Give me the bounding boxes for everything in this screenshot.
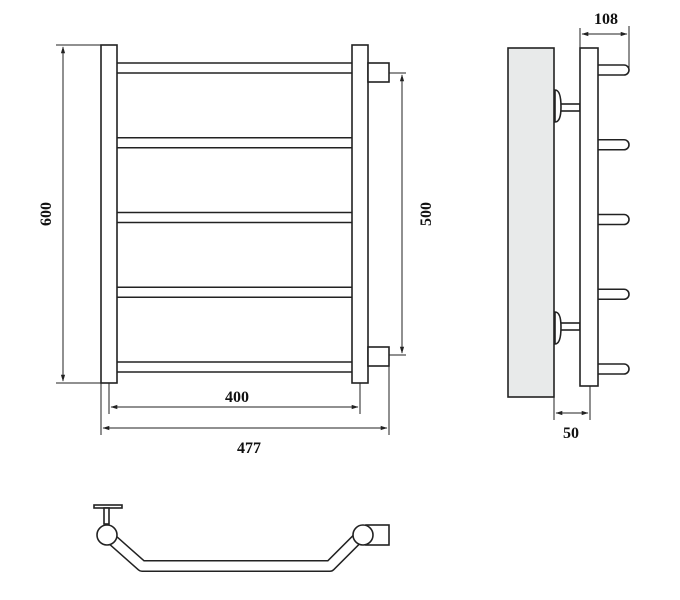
rail — [111, 211, 359, 224]
rail-peg — [598, 213, 630, 226]
rail-peg — [598, 363, 630, 375]
left-post — [100, 44, 118, 384]
rail-peg — [598, 64, 630, 76]
side-view: 108 50 — [507, 11, 630, 442]
dimension-axis-label: 500 — [418, 202, 435, 226]
dimension-height-label: 600 — [38, 202, 55, 226]
front-view: 600 500 400 477 — [38, 44, 435, 457]
dimension-inner-width-label: 400 — [225, 389, 249, 406]
side-post — [579, 47, 599, 387]
wall — [507, 47, 555, 398]
rail-tube — [103, 528, 368, 572]
dimension-total-width-label: 477 — [237, 440, 261, 457]
rail — [111, 361, 359, 373]
right-post — [351, 44, 369, 384]
dimension-depth-label: 108 — [594, 11, 618, 28]
rail-peg — [598, 288, 630, 301]
right-joint — [352, 524, 374, 546]
top-connector — [367, 62, 390, 83]
wall-bracket — [554, 89, 581, 123]
rail — [111, 62, 359, 74]
rail — [111, 136, 359, 149]
dimension-offset-label: 50 — [563, 425, 579, 442]
wall-bracket — [554, 311, 581, 345]
left-joint — [96, 524, 118, 546]
rail-peg — [598, 138, 630, 151]
rail — [111, 286, 359, 299]
bottom-connector — [367, 346, 390, 367]
top-view — [93, 504, 390, 572]
